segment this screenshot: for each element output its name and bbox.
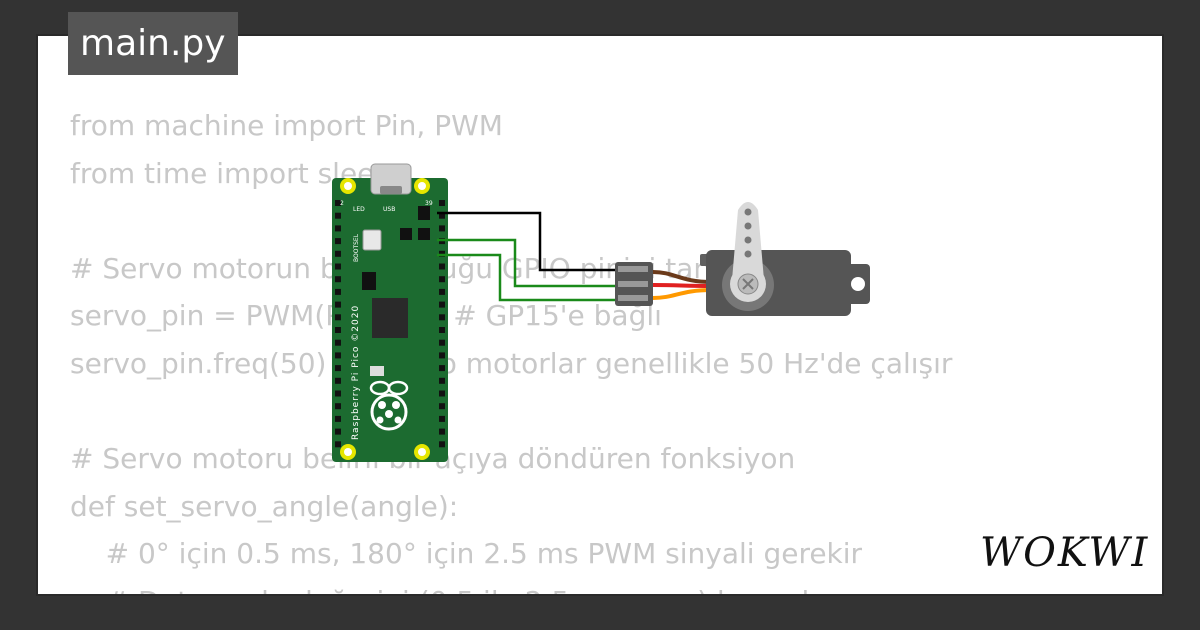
pin-pad[interactable] xyxy=(335,276,341,283)
pin-pad[interactable] xyxy=(335,314,341,321)
pin-pad[interactable] xyxy=(439,288,445,295)
pin-pad[interactable] xyxy=(439,352,445,359)
wire-gnd[interactable] xyxy=(437,211,618,272)
pin-pad[interactable] xyxy=(335,212,341,219)
smd-component xyxy=(362,272,376,290)
pin-pad[interactable] xyxy=(439,365,445,372)
pin-pad[interactable] xyxy=(439,327,445,333)
usb-port-opening xyxy=(380,186,402,194)
pin-pad[interactable] xyxy=(335,238,341,245)
pin-pad[interactable] xyxy=(439,314,445,321)
servo-cable xyxy=(652,270,713,300)
pin-pad[interactable] xyxy=(335,352,341,359)
pin39-label: 39 xyxy=(425,200,433,207)
pin-pad[interactable] xyxy=(439,403,445,410)
wokwi-logo: WOKWI xyxy=(980,530,1149,576)
pin-pad[interactable] xyxy=(439,263,445,270)
pin-pad[interactable] xyxy=(439,339,445,346)
pin-pad[interactable] xyxy=(439,377,445,384)
wire-signal[interactable] xyxy=(437,253,618,302)
code-line: # Duty cycle değerini (0.5 ile 2.5 ms ar… xyxy=(70,578,952,594)
pin-pad[interactable] xyxy=(439,415,445,422)
smd-component xyxy=(418,206,430,220)
pin-pad[interactable] xyxy=(439,301,445,308)
pin-pad[interactable] xyxy=(335,403,341,410)
smd-component xyxy=(370,366,384,376)
servo-motor[interactable] xyxy=(615,202,870,316)
smd-component xyxy=(418,228,430,240)
pin-pad[interactable] xyxy=(439,428,445,435)
pin-pad[interactable] xyxy=(439,225,445,232)
raspberry-logo-icon xyxy=(369,380,409,431)
filename-tab[interactable]: main.py xyxy=(68,12,238,75)
code-line: # 0° için 0.5 ms, 180° için 2.5 ms PWM s… xyxy=(70,537,863,571)
usb-label: USB xyxy=(383,206,395,213)
pin-pad[interactable] xyxy=(439,212,445,219)
pin-pad[interactable] xyxy=(335,377,341,384)
pin-pad[interactable] xyxy=(335,200,341,206)
pin-pad[interactable] xyxy=(335,225,341,232)
pin-pad[interactable] xyxy=(335,365,341,372)
left-pin-header xyxy=(335,200,341,448)
pin-pad[interactable] xyxy=(439,441,445,448)
pin-pad[interactable] xyxy=(335,415,341,422)
wires xyxy=(437,211,618,302)
screw-icon xyxy=(742,278,754,290)
rp2040-chip xyxy=(372,298,408,338)
board-name-label: Raspberry Pi Pico ©2020 xyxy=(351,305,361,440)
code-line: from machine import Pin, PWM xyxy=(70,109,503,142)
pin-pad[interactable] xyxy=(335,327,341,333)
raspberry-pi-pico[interactable]: 2 LED USB 39 BOOTSEL Raspberry Pi Pico ©… xyxy=(332,163,448,462)
pin2-label: 2 xyxy=(340,200,344,207)
bootsel-label: BOOTSEL xyxy=(353,233,360,262)
pin-pad[interactable] xyxy=(335,301,341,308)
wokwi-logo-text: WOKWI xyxy=(980,530,1149,576)
wire-vcc[interactable] xyxy=(437,238,618,288)
pin-pad[interactable] xyxy=(439,200,445,206)
pin-pad[interactable] xyxy=(439,390,445,397)
pin-pad[interactable] xyxy=(335,441,341,448)
led-label: LED xyxy=(353,206,365,213)
pin-pad[interactable] xyxy=(335,263,341,270)
pin-pad[interactable] xyxy=(335,428,341,435)
code-line: def set_servo_angle(angle): xyxy=(70,489,459,523)
pin-pad[interactable] xyxy=(335,250,341,257)
bootsel-button[interactable] xyxy=(362,229,382,251)
smd-component xyxy=(400,228,412,240)
pin-pad[interactable] xyxy=(335,390,341,397)
pin-pad[interactable] xyxy=(335,339,341,346)
pin-pad[interactable] xyxy=(335,288,341,295)
pin-pad[interactable] xyxy=(439,276,445,283)
